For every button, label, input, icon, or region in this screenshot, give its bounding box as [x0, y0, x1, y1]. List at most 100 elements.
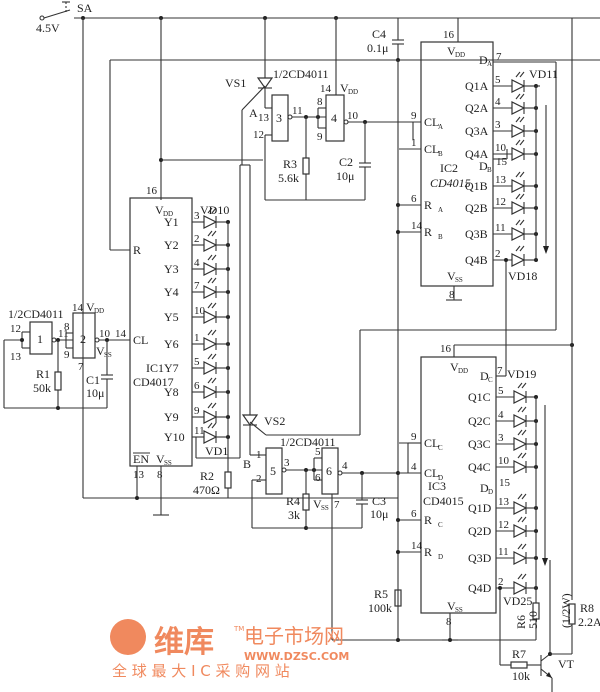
pin-number: 2	[498, 576, 504, 588]
pin-number: 9	[411, 431, 417, 443]
led	[513, 406, 528, 428]
led	[203, 329, 218, 351]
svg-text:8: 8	[317, 96, 323, 108]
svg-text:(1/2W): (1/2W)	[559, 593, 573, 628]
svg-text:1/2CD4011: 1/2CD4011	[8, 307, 64, 321]
led	[513, 573, 528, 595]
svg-text:SS: SS	[455, 606, 463, 614]
svg-text:R: R	[133, 243, 141, 257]
svg-text:VT: VT	[558, 657, 575, 671]
svg-text:C3: C3	[372, 494, 386, 508]
svg-text:VD18: VD18	[508, 269, 537, 283]
led	[513, 516, 528, 538]
supply-terminal	[39, 15, 45, 21]
svg-text:11: 11	[58, 328, 69, 340]
svg-text:5.6k: 5.6k	[278, 171, 299, 185]
svg-text:10μ: 10μ	[370, 507, 388, 521]
svg-text:IC3: IC3	[428, 479, 446, 493]
svg-text:A: A	[438, 206, 443, 214]
svg-text:V: V	[96, 344, 105, 358]
pin-number: 4	[194, 257, 200, 269]
pin-number: 5	[498, 385, 504, 397]
svg-text:SS: SS	[455, 276, 463, 284]
pin-number: 7	[194, 280, 200, 292]
svg-text:DD: DD	[94, 307, 104, 315]
svg-text:A: A	[249, 106, 258, 120]
svg-text:VD19: VD19	[507, 367, 536, 381]
input-label: R	[424, 198, 432, 212]
svg-text:R3: R3	[283, 157, 297, 171]
svg-text:维库: 维库	[154, 625, 214, 660]
svg-text:7: 7	[497, 365, 503, 377]
svg-text:V: V	[156, 452, 165, 466]
svg-text:C: C	[438, 521, 443, 529]
output-label: Q3C	[468, 437, 491, 451]
pin-number: 11	[498, 546, 509, 558]
pin-number: 10	[194, 305, 206, 317]
led	[513, 493, 528, 515]
svg-text:CD4015: CD4015	[423, 494, 464, 508]
output-label: Q3A	[465, 124, 489, 138]
svg-text:CD4015: CD4015	[430, 176, 471, 190]
svg-text:VD11: VD11	[529, 67, 558, 81]
svg-text:SS: SS	[104, 351, 112, 359]
led	[203, 353, 218, 375]
output-label: Q4B	[465, 253, 488, 267]
output-label: Q4D	[468, 581, 492, 595]
svg-text:14: 14	[320, 83, 332, 95]
pin-number: 9	[194, 405, 200, 417]
output-label: Q1A	[465, 79, 489, 93]
svg-text:510: 510	[526, 611, 540, 629]
svg-text:V: V	[447, 269, 456, 283]
svg-text:R1: R1	[36, 367, 50, 381]
output-label: Y5	[164, 310, 179, 324]
pin-number: 6	[411, 508, 417, 520]
svg-text:1: 1	[256, 449, 262, 461]
svg-text:10μ: 10μ	[86, 386, 104, 400]
led	[511, 116, 526, 138]
svg-text:R6: R6	[514, 615, 528, 629]
pin-number: 4	[495, 96, 501, 108]
capacitor-c4: C4 0.1μ	[367, 18, 404, 62]
led	[203, 207, 218, 229]
svg-text:SS: SS	[164, 459, 172, 467]
pin-number: 5	[194, 356, 200, 368]
svg-text:2: 2	[80, 332, 86, 346]
pin-number: 1	[411, 137, 417, 149]
svg-text:16: 16	[440, 343, 452, 355]
output-label: Y10	[164, 430, 185, 444]
svg-text:V: V	[447, 44, 456, 58]
led	[203, 230, 218, 252]
pin-number: 14	[411, 540, 423, 552]
output-label: Q4C	[468, 460, 491, 474]
output-label: Y6	[164, 337, 179, 351]
supply-label: 4.5V	[36, 21, 60, 35]
led	[511, 139, 526, 161]
pin-number: 13	[495, 174, 507, 186]
pin-number: 14	[411, 220, 423, 232]
svg-text:C: C	[438, 444, 443, 452]
svg-text:3k: 3k	[288, 508, 300, 522]
resistor-r7	[510, 661, 528, 669]
input-label: CL	[424, 115, 439, 129]
pin-number: 12	[495, 196, 506, 208]
svg-text:A: A	[487, 60, 492, 68]
svg-text:3: 3	[276, 111, 282, 125]
svg-text:1: 1	[37, 332, 43, 346]
svg-text:IC1: IC1	[146, 361, 164, 375]
pin-number: 4	[498, 409, 504, 421]
svg-text:4: 4	[342, 460, 348, 472]
input-label: R	[424, 545, 432, 559]
svg-text:C2: C2	[339, 155, 353, 169]
svg-text:100k: 100k	[368, 601, 392, 615]
svg-text:C: C	[488, 376, 493, 384]
svg-text:12: 12	[10, 323, 21, 335]
led	[513, 382, 528, 404]
svg-text:12: 12	[253, 129, 264, 141]
